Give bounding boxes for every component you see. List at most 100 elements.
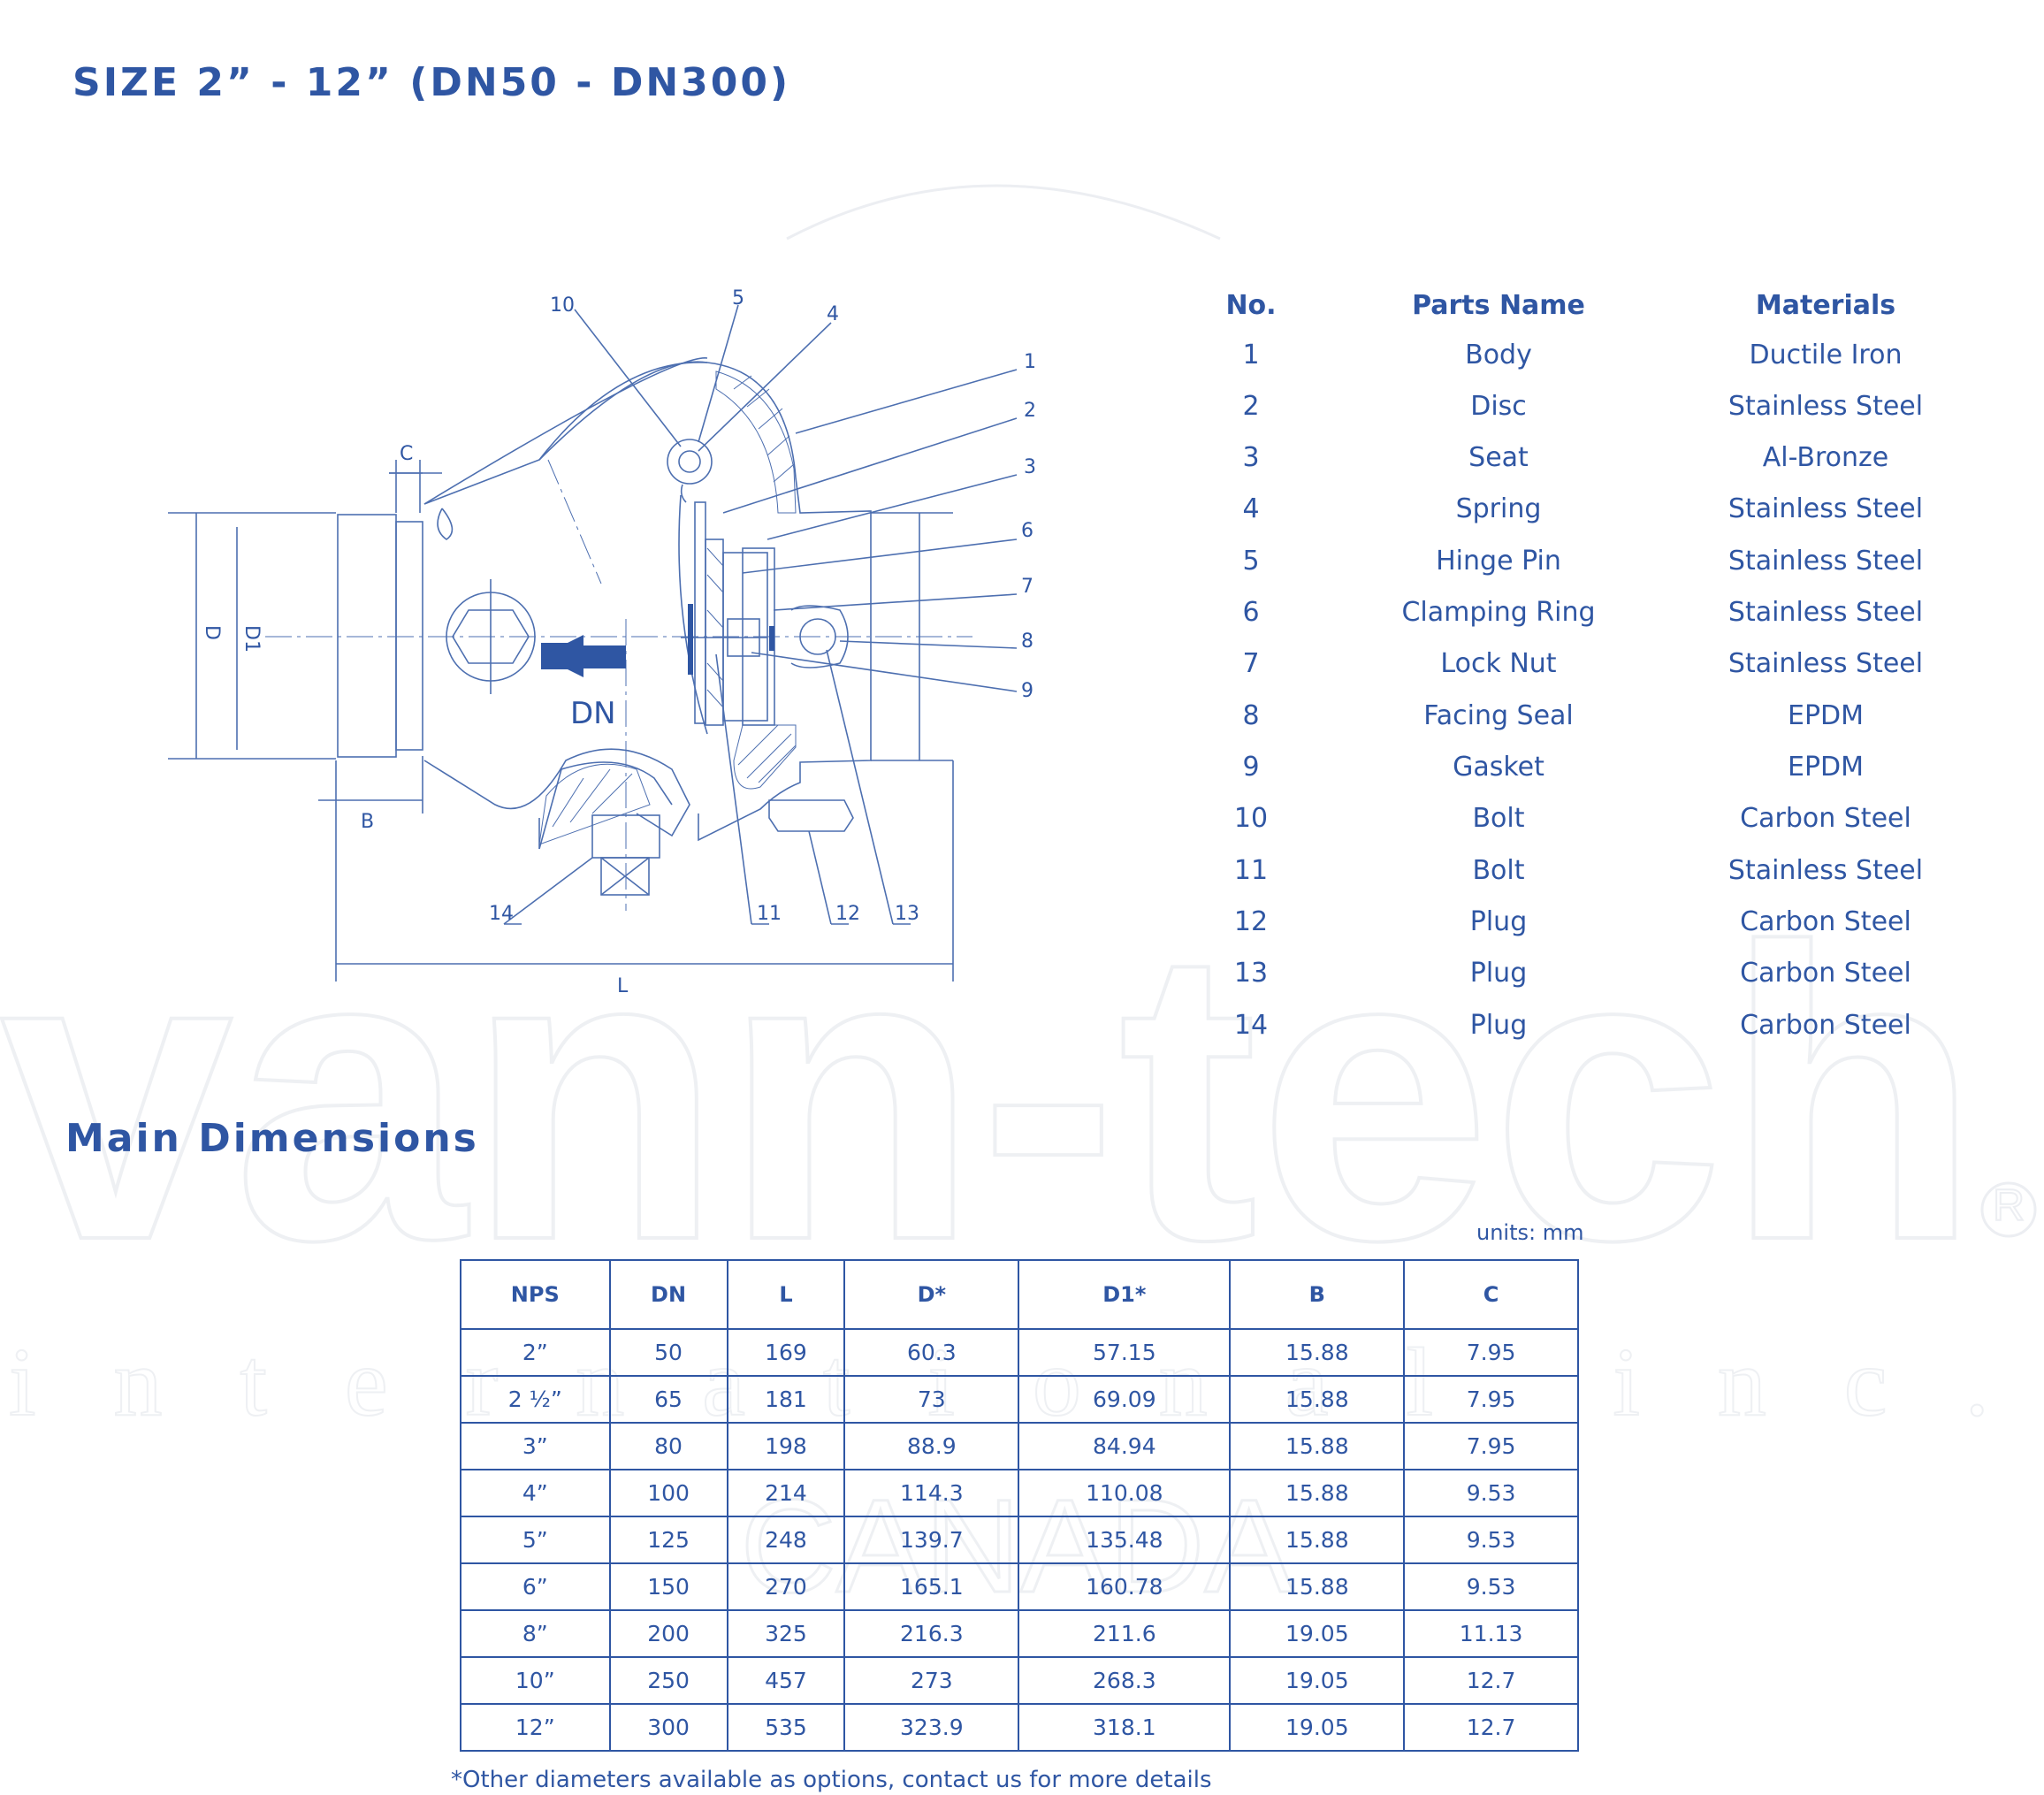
watermark-registered: R — [1993, 1180, 2025, 1230]
table-cell: 19.05 — [1229, 1656, 1406, 1705]
part-name: Bolt — [1472, 855, 1525, 886]
parts-header-no: No. — [1225, 290, 1277, 321]
table-cell: 15.88 — [1229, 1375, 1406, 1424]
col-header-c: C — [1403, 1259, 1579, 1330]
table-cell: 273 — [843, 1656, 1020, 1705]
table-cell: 6” — [460, 1562, 611, 1611]
valve-cross-section-diagram: 10 5 4 1 2 3 6 7 8 9 14 11 12 13 C B L D… — [168, 287, 1036, 997]
callout-2: 2 — [1024, 400, 1036, 422]
section-title-main-dimensions: Main Dimensions — [65, 1116, 479, 1161]
table-cell: 73 — [843, 1375, 1020, 1424]
part-no: 2 — [1242, 391, 1260, 422]
table-cell: 150 — [608, 1562, 728, 1611]
table-cell: 135.48 — [1018, 1516, 1232, 1564]
part-name: Bolt — [1472, 803, 1525, 834]
table-cell: 19.05 — [1229, 1609, 1406, 1658]
table-cell: 165.1 — [843, 1562, 1020, 1611]
table-cell: 15.88 — [1229, 1328, 1406, 1377]
footnote: *Other diameters available as options, c… — [451, 1767, 1212, 1793]
part-material: Stainless Steel — [1727, 855, 1924, 886]
part-name: Hinge Pin — [1436, 546, 1561, 577]
part-no: 13 — [1233, 958, 1269, 989]
table-cell: 139.7 — [843, 1516, 1020, 1564]
table-cell: 200 — [608, 1609, 728, 1658]
table-cell: 9.53 — [1403, 1516, 1579, 1564]
callout-5: 5 — [732, 287, 744, 309]
parts-header-materials: Materials — [1755, 290, 1896, 321]
table-cell: 250 — [608, 1656, 728, 1705]
part-no: 14 — [1233, 1010, 1269, 1041]
part-name: Lock Nut — [1440, 648, 1557, 679]
callout-10: 10 — [550, 294, 575, 317]
table-cell: 318.1 — [1018, 1703, 1232, 1752]
table-cell: 57.15 — [1018, 1328, 1232, 1377]
table-cell: 10” — [460, 1656, 611, 1705]
table-cell: 4” — [460, 1469, 611, 1517]
flow-label: DN — [570, 696, 616, 731]
callout-8: 8 — [1021, 630, 1033, 653]
table-cell: 125 — [608, 1516, 728, 1564]
part-material: Carbon Steel — [1740, 906, 1911, 937]
table-cell: 169 — [726, 1328, 846, 1377]
part-name: Body — [1465, 340, 1532, 370]
table-cell: 12.7 — [1403, 1656, 1579, 1705]
part-no: 8 — [1242, 700, 1260, 731]
table-cell: 110.08 — [1018, 1469, 1232, 1517]
part-no: 9 — [1242, 752, 1260, 783]
part-name: Plug — [1469, 958, 1528, 989]
part-no: 6 — [1242, 597, 1260, 628]
col-header-dn: DN — [608, 1259, 728, 1330]
part-no: 10 — [1233, 803, 1269, 834]
table-cell: 535 — [726, 1703, 846, 1752]
table-cell: 214 — [726, 1469, 846, 1517]
table-cell: 7.95 — [1403, 1422, 1579, 1470]
part-material: Stainless Steel — [1727, 546, 1924, 577]
part-no: 12 — [1233, 906, 1269, 937]
table-cell: 325 — [726, 1609, 846, 1658]
parts-row: 11 Bolt Stainless Steel — [1202, 855, 1927, 906]
col-header-l: L — [726, 1259, 846, 1330]
table-header-row: NPS DN L D* D1* B C — [460, 1259, 1579, 1330]
table-cell: 19.05 — [1229, 1703, 1406, 1752]
col-header-d1: D1* — [1018, 1259, 1232, 1330]
part-material: Carbon Steel — [1740, 1010, 1911, 1041]
part-material: Carbon Steel — [1740, 958, 1911, 989]
table-cell: 323.9 — [843, 1703, 1020, 1752]
callout-6: 6 — [1021, 520, 1033, 542]
callout-3: 3 — [1024, 456, 1036, 478]
part-material: EPDM — [1787, 700, 1865, 731]
part-no: 3 — [1242, 442, 1260, 473]
table-cell: 268.3 — [1018, 1656, 1232, 1705]
table-cell: 69.09 — [1018, 1375, 1232, 1424]
part-material: EPDM — [1787, 752, 1865, 783]
table-cell: 198 — [726, 1422, 846, 1470]
dim-label-c: C — [400, 443, 413, 465]
callout-1: 1 — [1024, 351, 1036, 373]
table-cell: 9.53 — [1403, 1562, 1579, 1611]
part-name: Seat — [1468, 442, 1529, 473]
units-label: units: mm — [1476, 1220, 1584, 1245]
table-cell: 60.3 — [843, 1328, 1020, 1377]
table-cell: 88.9 — [843, 1422, 1020, 1470]
part-no: 11 — [1233, 855, 1269, 886]
dim-label-d: D — [201, 625, 223, 640]
callout-9: 9 — [1021, 680, 1033, 702]
callout-4: 4 — [827, 303, 839, 325]
table-cell: 457 — [726, 1656, 846, 1705]
page-title: SIZE 2” - 12” (DN50 - DN300) — [72, 60, 791, 105]
table-cell: 12.7 — [1403, 1703, 1579, 1752]
callout-12: 12 — [835, 903, 860, 925]
table-cell: 84.94 — [1018, 1422, 1232, 1470]
part-material: Stainless Steel — [1727, 648, 1924, 679]
